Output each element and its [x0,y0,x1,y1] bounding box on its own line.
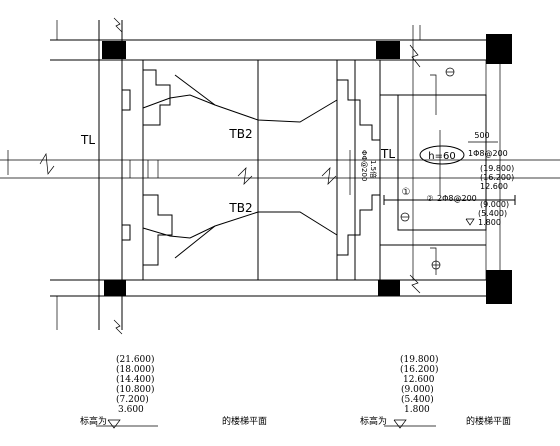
stair-outline [122,25,501,294]
legend-right-elev-5: 1.800 [404,405,430,415]
column-top-left [102,41,126,59]
column-bottom-mid [378,280,400,296]
plan-elev-0: (19.800) [480,164,514,173]
legend-right-elev-2: 12.600 [403,375,435,385]
side-note-1: ΦΦ@200 [360,150,368,181]
rebar-marks [383,74,516,275]
plan-elev-4: (5.400) [478,209,507,218]
legend-left-elev-3: (10.800) [116,384,155,395]
plan-elev-3: (9.000) [480,200,509,209]
legend-left-elev-4: (7.200) [116,394,149,405]
label-tl-right: TL [380,147,395,161]
plan-elev-5: 1.800 [478,218,501,227]
legend-right-elev-4: (5.400) [401,394,434,405]
dim-500: 500 [474,131,489,140]
plan-elev-2: 12.600 [480,182,508,191]
rebar-2-label: 2Φ8@200 [437,194,477,203]
legend-left-elev-1: (18.000) [116,364,155,375]
legend-right-label: 标高为 [360,415,387,427]
left-wall [56,20,123,330]
plan-elevation-stack: (19.800) (16.200) 12.600 (9.000) (5.400)… [465,164,514,227]
legend-left-suffix: 的楼梯平面 [222,415,267,427]
column-top-right [486,34,512,64]
rebar-1-label: 1Φ8@200 [468,149,508,158]
circle-1: ① [402,187,411,198]
legend-right-suffix: 的楼梯平面 [466,415,511,427]
column-top-mid [376,41,400,59]
legend-right: (19.800) (16.200) 12.600 (9.000) (5.400)… [360,354,511,429]
label-tb2-bottom: TB2 [228,201,252,215]
columns [102,34,512,304]
column-bottom-left [104,280,126,296]
legend-left: (21.600) (18.000) (14.400) (10.800) (7.2… [80,354,267,429]
legend-left-elev-2: (14.400) [116,374,155,385]
legend-left-label: 标高为 [80,415,107,427]
circle-2: ② [426,194,433,203]
break-marks [113,17,123,335]
level-symbols [400,67,455,270]
legend-right-elev-1: (16.200) [400,364,439,375]
column-bottom-right [486,270,512,304]
legend-left-elev-0: (21.600) [116,354,155,365]
legend-right-elev-0: (19.800) [400,354,439,365]
plan-elev-1: (16.200) [480,173,514,182]
center-lines [0,150,560,185]
legend-right-elev-3: (9.000) [401,384,434,395]
thickness-tag: h=60 [419,145,465,165]
thickness-label: h=60 [428,151,455,162]
label-tl-left: TL [80,133,95,147]
label-tb2-top: TB2 [228,127,252,141]
side-note-2: 1.5倍 [369,160,378,178]
top-wall [50,39,500,61]
legend-left-elev-5: 3.600 [118,405,144,415]
